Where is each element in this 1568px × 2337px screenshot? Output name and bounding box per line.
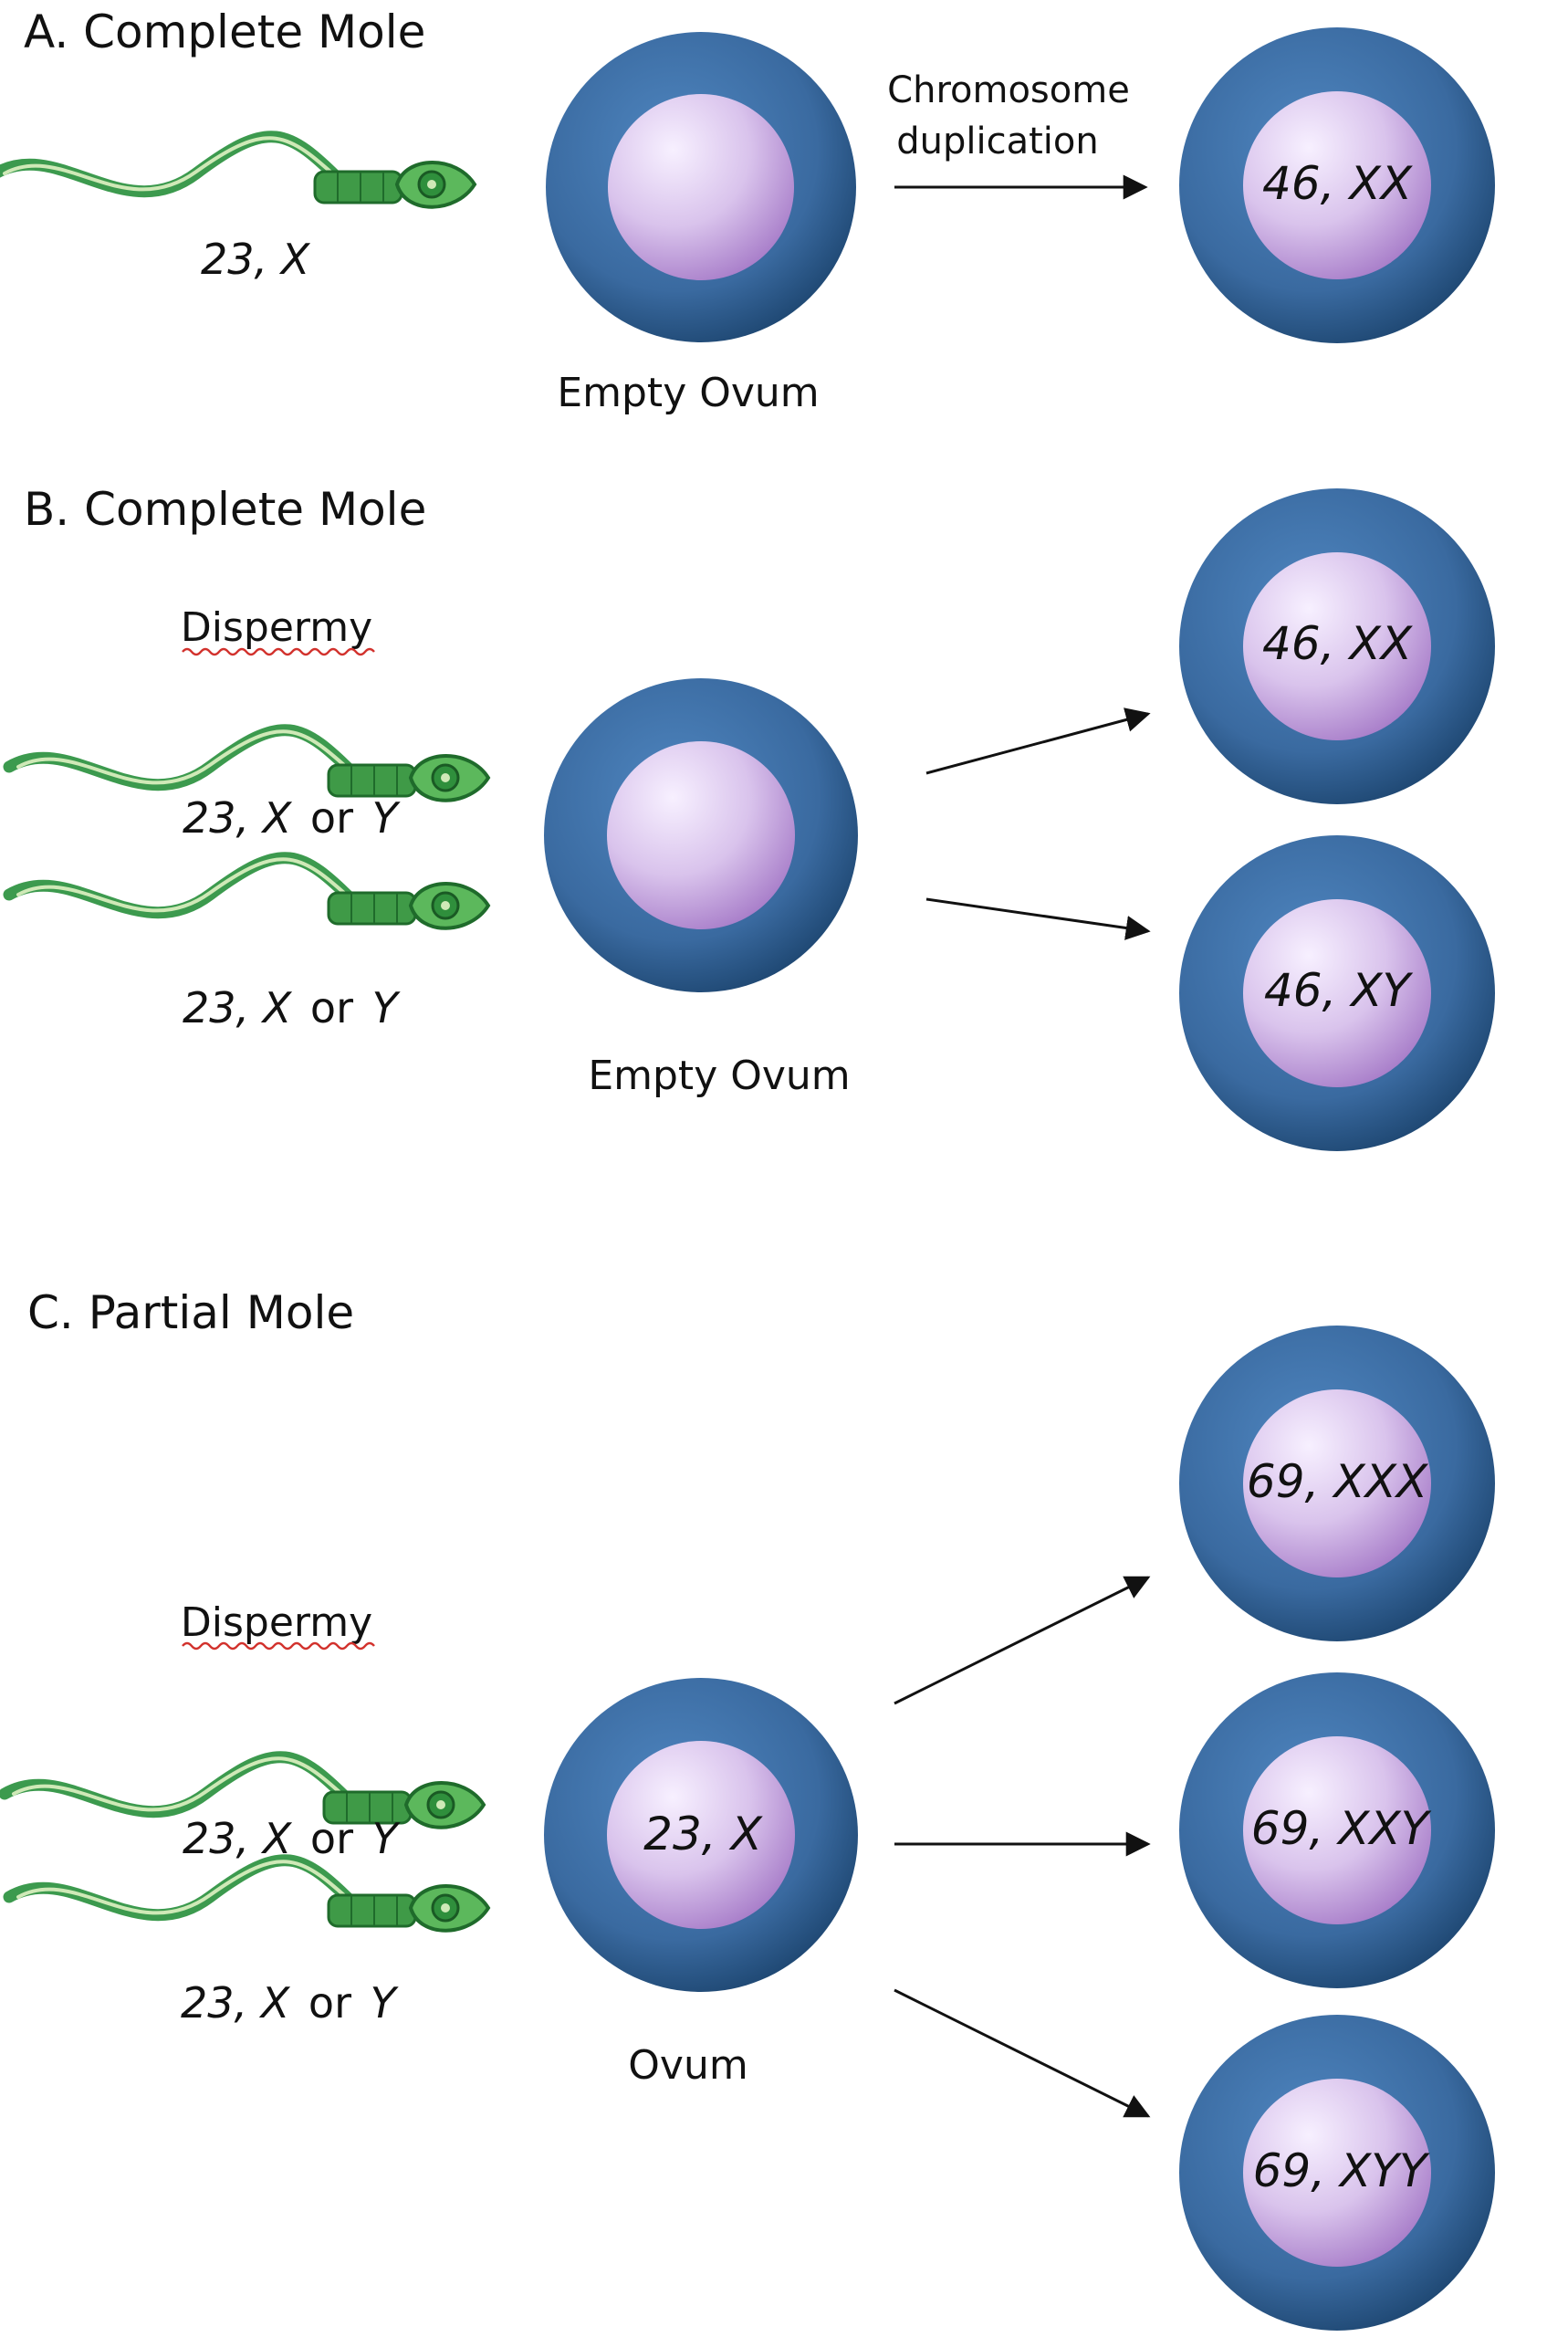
sperm-icon <box>9 1860 488 1931</box>
zygote-cell-icon <box>1179 488 1495 804</box>
panel-b-title: B. Complete Mole <box>24 483 426 536</box>
zygote-cell-icon <box>1179 2015 1495 2331</box>
panel-c-sperm2-label: 23, X or Y <box>181 1978 400 2028</box>
spellcheck-underline <box>182 1641 375 1651</box>
ovum-cell-icon <box>544 1678 858 1992</box>
panel-a-ovum-label: Empty Ovum <box>557 370 819 416</box>
panel-b-dispermy-label: Dispermy <box>181 604 372 651</box>
panel-c-title: C. Partial Mole <box>27 1286 354 1339</box>
spellcheck-underline <box>182 647 375 656</box>
sperm-icon <box>9 858 488 928</box>
panel-a-arrow-label-line1: Chromosome <box>887 69 1130 111</box>
panel-a-sperm-label: 23, X <box>201 235 311 284</box>
panel-b-result-2: 46, XY <box>1264 964 1414 1017</box>
panel-c-result-3: 69, XYY <box>1253 2144 1430 2197</box>
panel-c-result-2: 69, XXY <box>1251 1802 1432 1855</box>
panel-b-ovum-label: Empty Ovum <box>588 1053 850 1099</box>
arrow-right-icon <box>894 1576 1151 1705</box>
panel-c-sperm1-label: 23, X or Y <box>183 1814 402 1863</box>
panel-a-arrow-label-line2: duplication <box>896 121 1098 162</box>
zygote-cell-icon <box>1179 1672 1495 1988</box>
panel-a-title: A. Complete Mole <box>24 5 425 58</box>
panel-c-ovum-inner: 23, X <box>643 1808 763 1860</box>
panel-c-ovum-label: Ovum <box>628 2042 747 2089</box>
zygote-cell-icon <box>1179 1326 1495 1641</box>
panel-b-sperm2-label: 23, X or Y <box>183 983 402 1032</box>
zygote-cell-icon <box>1179 835 1495 1151</box>
sperm-icon <box>9 730 488 801</box>
panel-b-result-1: 46, XX <box>1262 617 1414 670</box>
ovum-cell-icon <box>546 32 856 342</box>
panel-a-result: 46, XX <box>1262 157 1414 210</box>
arrow-right-icon <box>925 707 1151 775</box>
panel-c-dispermy-label: Dispermy <box>181 1599 372 1646</box>
arrow-right-icon <box>894 1988 1151 2118</box>
sperm-icon <box>0 137 475 207</box>
panel-b-sperm1-label: 23, X or Y <box>183 793 402 843</box>
zygote-cell-icon <box>1179 27 1495 343</box>
panel-c-result-1: 69, XXX <box>1247 1455 1429 1508</box>
arrow-right-icon <box>925 897 1151 940</box>
ovum-cell-icon <box>544 678 858 992</box>
